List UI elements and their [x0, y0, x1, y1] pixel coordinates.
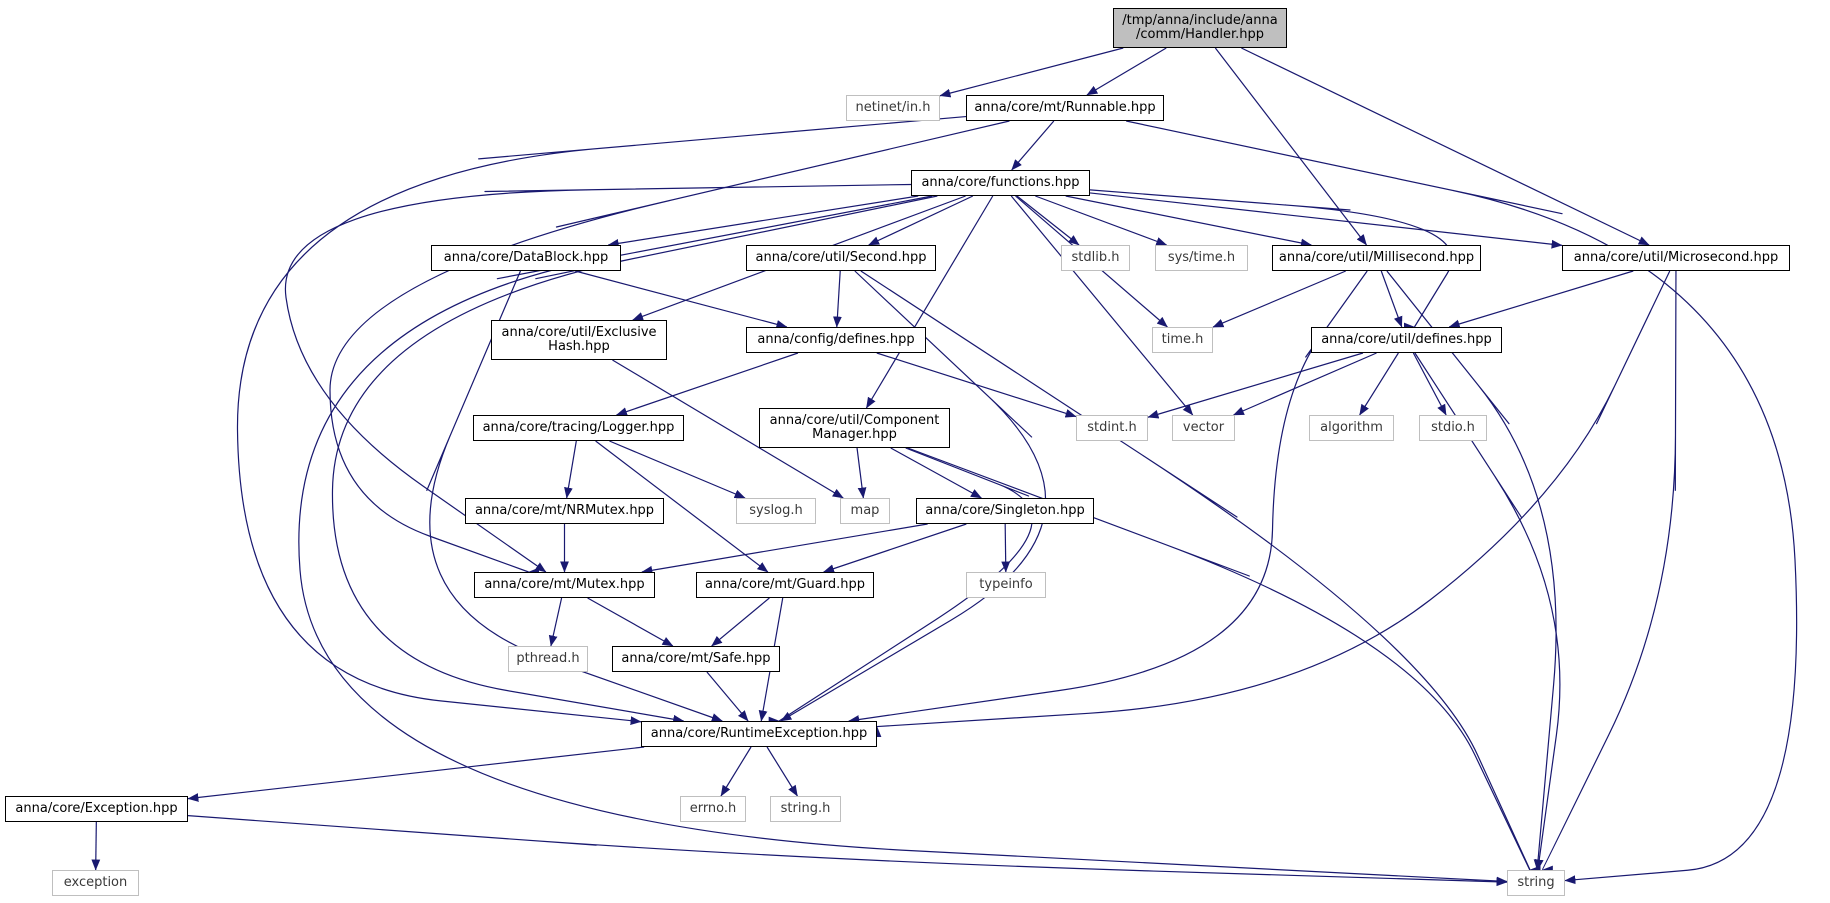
node-exclusive[interactable]: anna/core/util/Exclusive Hash.hpp: [491, 320, 667, 360]
edge-root-to-microsecond: [1241, 47, 1650, 246]
node-runtimeexc[interactable]: anna/core/RuntimeException.hpp: [641, 721, 877, 747]
node-timeh: time.h: [1152, 327, 1213, 353]
node-utildefines[interactable]: anna/core/util/defines.hpp: [1311, 327, 1502, 353]
node-syslog: syslog.h: [736, 498, 816, 524]
edge-microsecond-to-runtimeexc: [876, 270, 1671, 731]
node-guard[interactable]: anna/core/mt/Guard.hpp: [696, 572, 874, 598]
edge-singleton-to-typeinfo: [1001, 523, 1011, 573]
node-functions[interactable]: anna/core/functions.hpp: [911, 170, 1090, 196]
edge-functions-to-millisecond: [1065, 195, 1312, 248]
edge-functions-to-string: [298, 195, 1508, 886]
edge-compmgr-to-singleton: [890, 447, 982, 499]
node-stdint: stdint.h: [1076, 415, 1148, 441]
edge-singleton-to-guard: [823, 523, 967, 573]
node-configdefines[interactable]: anna/config/defines.hpp: [746, 327, 926, 353]
edge-runnable-to-runtimeexc: [236, 115, 967, 725]
edge-runnable-to-string: [1126, 120, 1798, 885]
edge-runtimeexc-to-stringh: [766, 746, 798, 797]
edge-logger-to-nrmutex: [564, 440, 577, 499]
edge-safe-to-runtimeexc: [706, 671, 749, 722]
edge-runtimeexc-to-exceptionhpp: [187, 746, 645, 802]
edge-logger-to-guard: [595, 440, 769, 573]
node-vector: vector: [1172, 415, 1235, 441]
edge-microsecond-to-string: [1541, 270, 1677, 871]
node-netinet: netinet/in.h: [846, 95, 940, 121]
edge-guard-to-safe: [711, 597, 770, 647]
edge-functions-to-datablock: [607, 195, 919, 248]
edge-mutex-to-pthread: [548, 597, 563, 647]
edge-functions-to-stdlib: [1016, 195, 1080, 246]
edge-exclusive-to-map: [612, 359, 844, 499]
edge-configdefines-to-logger: [616, 352, 799, 416]
edge-configdefines-to-stdint: [876, 352, 1077, 418]
edge-compmgr-to-runtimeexc: [778, 447, 1033, 722]
edge-functions-to-runtimeexc: [331, 195, 938, 724]
node-nrmutex[interactable]: anna/core/mt/NRMutex.hpp: [465, 498, 664, 524]
edge-functions-to-microsecond: [1089, 192, 1563, 249]
node-exceptionhpp[interactable]: anna/core/Exception.hpp: [5, 796, 188, 822]
edge-runnable-to-mutex: [329, 120, 1010, 573]
edge-root-to-netinet: [939, 47, 1124, 98]
edge-root-to-runnable: [1086, 47, 1167, 96]
edge-layer: [91, 47, 1798, 887]
node-root[interactable]: /tmp/anna/include/anna /comm/Handler.hpp: [1113, 8, 1287, 48]
edge-logger-to-syslog: [609, 440, 746, 499]
edge-millisecond-to-string: [1386, 270, 1557, 871]
edge-runtimeexc-to-errno: [720, 746, 752, 797]
edge-datablock-to-configdefines: [574, 270, 788, 329]
edge-datablock-to-runtimeexc: [426, 270, 723, 722]
edge-millisecond-to-timeh: [1212, 270, 1346, 328]
edge-microsecond-to-utildefines: [1448, 270, 1634, 329]
edge-runnable-to-functions: [1011, 120, 1055, 171]
node-microsecond[interactable]: anna/core/util/Microsecond.hpp: [1562, 245, 1790, 271]
edge-root-to-millisecond: [1214, 47, 1367, 246]
node-errno: errno.h: [680, 796, 746, 822]
node-map: map: [840, 498, 890, 524]
node-stdio: stdio.h: [1419, 415, 1487, 441]
node-datablock[interactable]: anna/core/DataBlock.hpp: [431, 245, 621, 271]
edge-millisecond-to-utildefines: [1380, 270, 1403, 328]
edge-functions-to-utildefines: [1089, 189, 1453, 328]
node-systime: sys/time.h: [1155, 245, 1248, 271]
node-singleton[interactable]: anna/core/Singleton.hpp: [916, 498, 1094, 524]
edge-millisecond-to-runtimeexc: [848, 270, 1368, 724]
node-second[interactable]: anna/core/util/Second.hpp: [746, 245, 936, 271]
node-safe[interactable]: anna/core/mt/Safe.hpp: [612, 646, 780, 672]
edge-second-to-runtimeexc: [780, 270, 1047, 722]
edge-functions-to-second: [868, 195, 974, 246]
node-compmgr[interactable]: anna/core/util/Component Manager.hpp: [759, 408, 950, 448]
edge-functions-to-vector: [1010, 195, 1194, 416]
edge-second-to-string: [860, 270, 1531, 871]
edge-functions-to-mutex: [284, 183, 912, 573]
edge-utildefines-to-vector: [1232, 352, 1377, 416]
node-millisecond[interactable]: anna/core/util/Millisecond.hpp: [1272, 245, 1481, 271]
edge-mutex-to-safe: [587, 597, 674, 647]
edge-exceptionhpp-to-exception: [91, 821, 101, 871]
edge-singleton-to-mutex: [641, 523, 928, 575]
edge-utildefines-to-stdint: [1147, 352, 1364, 419]
edge-compmgr-to-map: [856, 447, 867, 499]
node-stdlib: stdlib.h: [1061, 245, 1130, 271]
node-string: string: [1507, 870, 1565, 896]
node-runnable[interactable]: anna/core/mt/Runnable.hpp: [966, 95, 1164, 121]
edge-compmgr-to-string: [907, 447, 1531, 871]
node-mutex[interactable]: anna/core/mt/Mutex.hpp: [474, 572, 655, 598]
edge-functions-to-systime: [1035, 195, 1168, 246]
edge-utildefines-to-algorithm: [1359, 352, 1399, 416]
edge-functions-to-compmgr: [865, 195, 994, 409]
node-logger[interactable]: anna/core/tracing/Logger.hpp: [473, 415, 684, 441]
node-exception: exception: [52, 870, 139, 896]
node-algorithm: algorithm: [1309, 415, 1394, 441]
edge-utildefines-to-stdio: [1412, 352, 1447, 416]
node-pthread: pthread.h: [508, 646, 588, 672]
node-typeinfo: typeinfo: [966, 572, 1046, 598]
edge-second-to-configdefines: [833, 270, 842, 328]
edge-utildefines-to-string: [1414, 352, 1561, 871]
edge-exceptionhpp-to-string: [187, 815, 1508, 887]
node-stringh: string.h: [770, 796, 841, 822]
